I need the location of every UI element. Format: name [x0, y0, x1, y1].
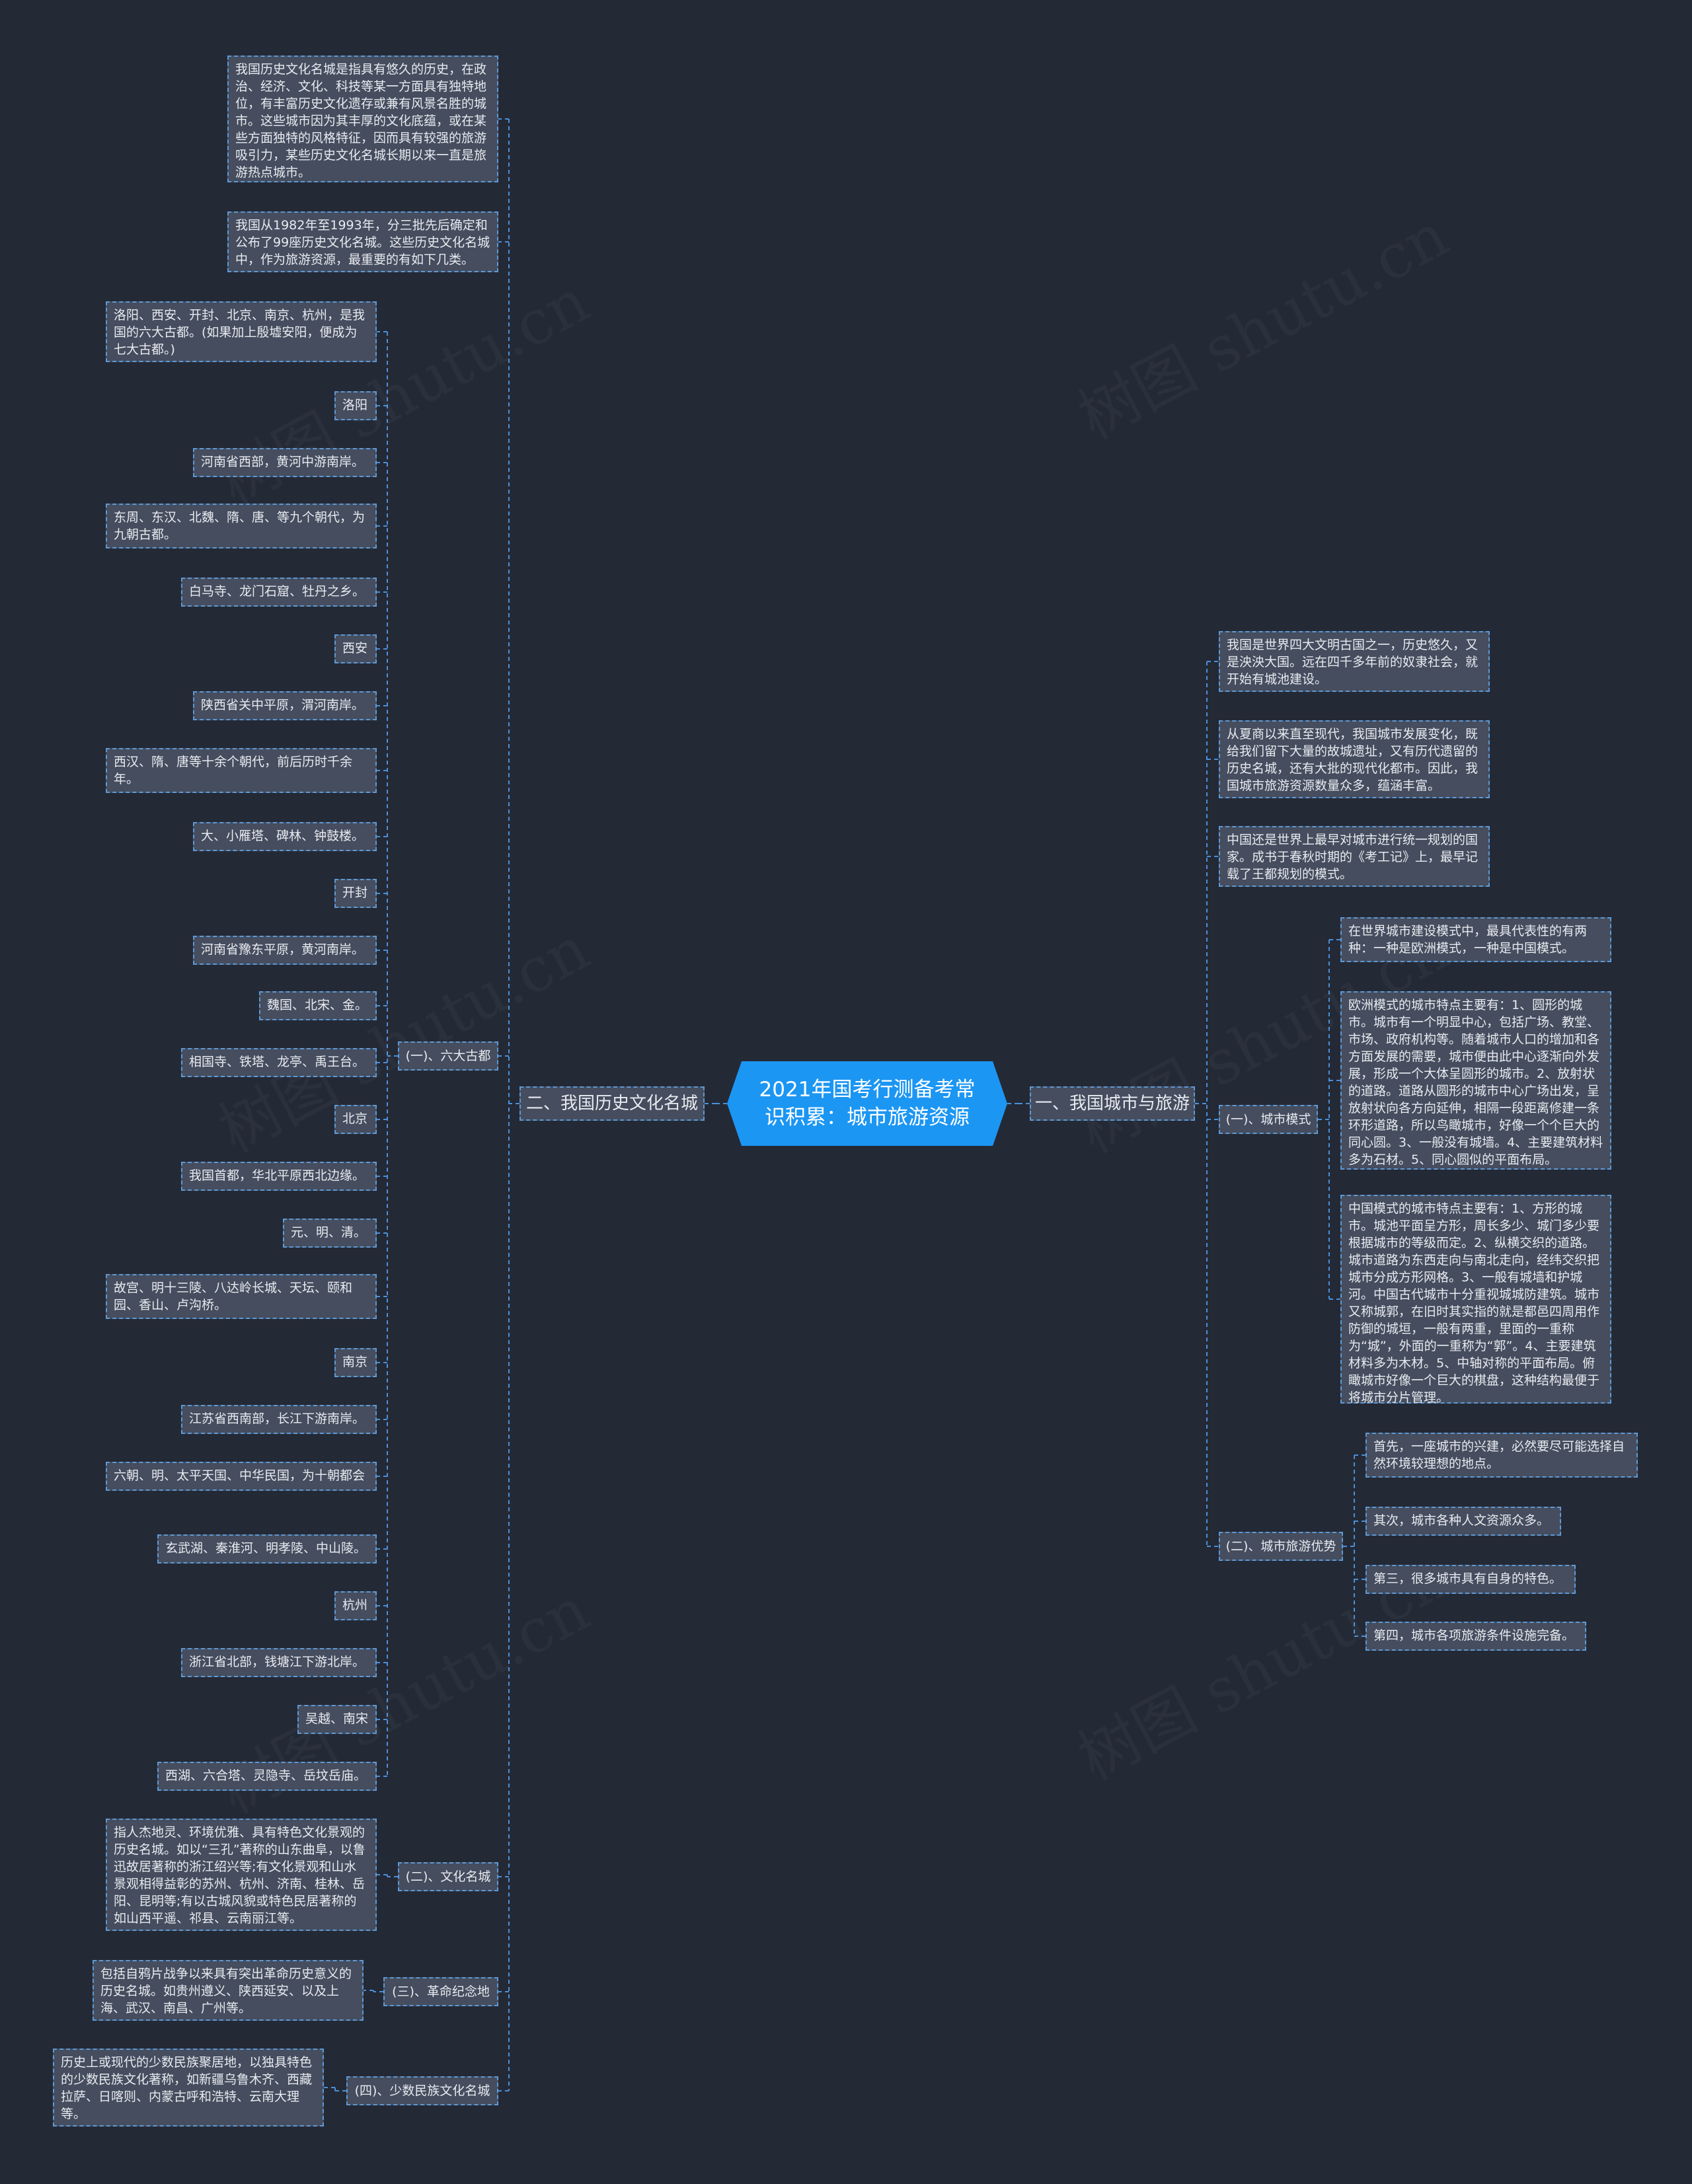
leaf-node[interactable]: 白马寺、龙门石窟、牡丹之乡。: [181, 578, 377, 607]
leaf-node[interactable]: 魏国、北宋、金。: [259, 991, 377, 1020]
leaf-node[interactable]: 中国模式的城市特点主要有：1、方形的城市。城池平面呈方形，周长多少、城门多少要根…: [1340, 1195, 1611, 1405]
leaf-node[interactable]: 陕西省关中平原，渭河南岸。: [193, 691, 377, 720]
leaf-node[interactable]: 其次，城市各种人文资源众多。: [1365, 1507, 1561, 1536]
leaf-node[interactable]: 指人杰地灵、环境优雅、具有特色文化景观的历史名城。如以“三孔”著称的山东曲阜，以…: [106, 1819, 377, 1931]
leaf-node[interactable]: 杭州: [334, 1591, 377, 1620]
leaf-node[interactable]: 第四，城市各项旅游条件设施完备。: [1365, 1622, 1586, 1651]
leaf-node[interactable]: 洛阳: [334, 391, 377, 420]
leaf-node[interactable]: 南京: [334, 1348, 377, 1377]
leaf-node[interactable]: 历史上或现代的少数民族聚居地，以独具特色的少数民族文化著称，如新疆乌鲁木齐、西藏…: [53, 2049, 324, 2127]
leaf-node[interactable]: 首先，一座城市的兴建，必然要尽可能选择自然环境较理想的地点。: [1365, 1433, 1638, 1478]
leaf-node[interactable]: 故宫、明十三陵、八达岭长城、天坛、颐和园、香山、卢沟桥。: [106, 1274, 377, 1319]
leaf-node[interactable]: 东周、东汉、北魏、隋、唐、等九个朝代，为九朝古都。: [106, 504, 377, 548]
leaf-node[interactable]: 我国首都，华北平原西北边缘。: [181, 1162, 377, 1191]
leaf-node[interactable]: 在世界城市建设模式中，最具代表性的有两种：一种是欧洲模式，一种是中国模式。: [1340, 917, 1611, 962]
leaf-node[interactable]: 我国从1982年至1993年，分三批先后确定和公布了99座历史文化名城。这些历史…: [227, 211, 498, 272]
subtopic-six-capitals[interactable]: (一)、六大古都: [398, 1041, 498, 1071]
leaf-node[interactable]: 我国历史文化名城是指具有悠久的历史，在政治、经济、文化、科技等某一方面具有独特地…: [227, 56, 498, 182]
subtopic-minority-cities[interactable]: (四)、少数民族文化名城: [346, 2076, 498, 2105]
leaf-node[interactable]: 河南省西部，黄河中游南岸。: [193, 448, 377, 477]
leaf-node[interactable]: 洛阳、西安、开封、北京、南京、杭州，是我国的六大古都。(如果加上殷墟安阳，便成为…: [106, 301, 377, 362]
leaf-node[interactable]: 玄武湖、秦淮河、明孝陵、中山陵。: [157, 1534, 377, 1563]
watermark: 树图 shutu.cn: [1061, 187, 1461, 455]
root-topic[interactable]: 2021年国考行测备考常识积累：城市旅游资源: [727, 1061, 1007, 1146]
leaf-node[interactable]: 大、小雁塔、碑林、钟鼓楼。: [193, 822, 377, 851]
branch-historic-cities[interactable]: 二、我国历史文化名城: [519, 1086, 705, 1121]
leaf-node[interactable]: 开封: [334, 879, 377, 908]
leaf-node[interactable]: 吴越、南宋: [297, 1705, 377, 1734]
leaf-node[interactable]: 西汉、隋、唐等十余个朝代，前后历时千余年。: [106, 748, 377, 793]
subtopic-culture-cities[interactable]: (二)、文化名城: [398, 1862, 498, 1891]
leaf-node[interactable]: 北京: [334, 1105, 377, 1134]
leaf-node[interactable]: 浙江省北部，钱塘江下游北岸。: [181, 1648, 377, 1677]
leaf-node[interactable]: 第三，很多城市具有自身的特色。: [1365, 1565, 1576, 1594]
leaf-node[interactable]: 河南省豫东平原，黄河南岸。: [193, 936, 377, 965]
leaf-node[interactable]: 我国是世界四大文明古国之一，历史悠久，又是泱泱大国。远在四千多年前的奴隶社会，就…: [1219, 631, 1490, 692]
leaf-node[interactable]: 包括自鸦片战争以来具有突出革命历史意义的历史名城。如贵州遵义、陕西延安、以及上海…: [93, 1960, 364, 2021]
leaf-node[interactable]: 从夏商以来直至现代，我国城市发展变化，既给我们留下大量的故城遗址，又有历代遗留的…: [1219, 720, 1490, 798]
leaf-node[interactable]: 西湖、六合塔、灵隐寺、岳坟岳庙。: [157, 1762, 377, 1791]
watermark: 树图 shutu.cn: [202, 253, 602, 521]
leaf-node[interactable]: 元、明、清。: [283, 1219, 377, 1248]
subtopic-tourism-advantage[interactable]: (二)、城市旅游优势: [1219, 1532, 1343, 1561]
leaf-node[interactable]: 欧洲模式的城市特点主要有：1、圆形的城市。城市有一个明显中心，包括广场、教堂、市…: [1340, 991, 1611, 1170]
subtopic-revolution-sites[interactable]: (三)、革命纪念地: [383, 1977, 498, 2006]
leaf-node[interactable]: 六朝、明、太平天国、中华民国，为十朝都会: [106, 1462, 377, 1491]
leaf-node[interactable]: 相国寺、铁塔、龙亭、禹王台。: [181, 1048, 377, 1077]
leaf-node[interactable]: 江苏省西南部，长江下游南岸。: [181, 1405, 377, 1434]
leaf-node[interactable]: 西安: [334, 634, 377, 663]
subtopic-city-model[interactable]: (一)、城市模式: [1219, 1105, 1318, 1134]
leaf-node[interactable]: 中国还是世界上最早对城市进行统一规划的国家。成书于春秋时期的《考工记》上，最早记…: [1219, 826, 1490, 887]
branch-city-tourism[interactable]: 一、我国城市与旅游: [1030, 1086, 1195, 1121]
